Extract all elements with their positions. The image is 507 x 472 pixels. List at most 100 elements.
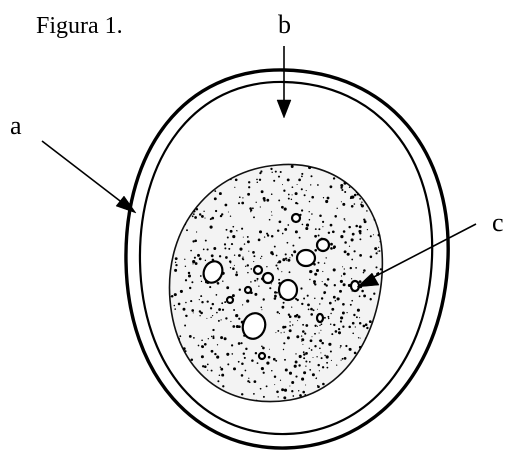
stipple-dot (201, 339, 203, 341)
stipple-dot (322, 383, 325, 386)
stipple-dot (319, 303, 320, 304)
stipple-dot (363, 294, 366, 297)
inclusion (254, 266, 262, 274)
stipple-dot (170, 220, 171, 221)
stipple-dot (326, 362, 328, 364)
stipple-dot (301, 335, 302, 336)
stipple-dot (299, 237, 301, 239)
stipple-dot (301, 341, 302, 342)
stipple-dot (263, 197, 266, 200)
stipple-dot (284, 332, 285, 333)
stipple-dot (366, 210, 368, 212)
stipple-dot (321, 342, 324, 345)
stipple-dot (241, 393, 243, 395)
stipple-dot (201, 301, 203, 303)
stipple-dot (374, 328, 377, 331)
stipple-dot (358, 230, 361, 233)
stipple-dot (334, 284, 336, 286)
stipple-dot (371, 365, 374, 368)
stipple-dot (317, 184, 319, 186)
stipple-dot (333, 324, 335, 326)
stipple-dot (346, 312, 347, 313)
stipple-dot (377, 251, 378, 252)
stipple-dot (278, 199, 280, 201)
stipple-dot (185, 164, 187, 166)
stipple-dot (351, 238, 354, 241)
stipple-dot (317, 364, 319, 366)
stipple-dot (291, 165, 294, 168)
stipple-dot (346, 170, 348, 172)
stipple-dot (171, 210, 173, 212)
stipple-dot (271, 193, 273, 195)
stipple-dot (271, 211, 272, 212)
stipple-dot (367, 196, 370, 199)
stipple-dot (374, 377, 376, 379)
stipple-dot (352, 322, 355, 325)
stipple-dot (309, 279, 310, 280)
stipple-dot (191, 180, 192, 181)
stipple-dot (275, 264, 277, 266)
stipple-dot (356, 393, 359, 396)
stipple-dot (253, 164, 256, 167)
stipple-dot (199, 258, 202, 261)
stipple-dot (204, 343, 207, 346)
stipple-dot (201, 281, 202, 282)
stipple-dot (342, 312, 345, 315)
stipple-dot (301, 209, 303, 211)
stipple-dot (211, 370, 213, 372)
stipple-dot (200, 385, 202, 387)
stipple-dot (259, 230, 262, 233)
stipple-dot (368, 160, 369, 161)
stipple-dot (294, 315, 297, 318)
stipple-dot (330, 247, 333, 250)
stipple-dot (181, 364, 183, 366)
stipple-dot (307, 304, 310, 307)
stipple-dot (278, 260, 281, 263)
stipple-dot (309, 201, 311, 203)
stipple-dot (333, 268, 336, 271)
stipple-dot (283, 396, 286, 399)
stipple-dot (252, 251, 255, 254)
stipple-dot (177, 222, 180, 225)
stipple-dot (246, 300, 249, 303)
stipple-dot (253, 255, 255, 257)
stipple-dot (215, 163, 216, 164)
stipple-dot (191, 359, 194, 362)
stipple-dot (244, 357, 246, 359)
stipple-dot (302, 330, 305, 333)
stipple-dot (275, 296, 277, 298)
stipple-dot (301, 173, 303, 175)
stipple-dot (287, 259, 290, 262)
stipple-dot (209, 165, 211, 167)
stipple-dot (274, 375, 276, 377)
stipple-dot (379, 209, 380, 210)
stipple-dot (185, 266, 186, 267)
stipple-dot (194, 176, 195, 177)
stipple-dot (225, 204, 228, 207)
stipple-dot (184, 259, 185, 260)
stipple-dot (321, 297, 323, 299)
stipple-dot (302, 391, 305, 394)
nucleus (167, 159, 384, 404)
stipple-dot (241, 374, 244, 377)
stipple-dot (207, 169, 209, 171)
stipple-dot (189, 335, 192, 338)
stipple-dot (282, 233, 284, 235)
stipple-dot (259, 172, 261, 174)
stipple-dot (357, 187, 359, 189)
stipple-dot (189, 170, 190, 171)
stipple-dot (257, 362, 259, 364)
stipple-dot (196, 188, 198, 190)
stipple-dot (339, 290, 342, 293)
stipple-dot (281, 271, 282, 272)
stipple-dot (316, 356, 317, 357)
stipple-dot (355, 393, 357, 395)
stipple-dot (200, 295, 202, 297)
stipple-dot (367, 229, 368, 230)
stipple-dot (302, 344, 303, 345)
stipple-dot (193, 312, 194, 313)
stipple-dot (206, 318, 207, 319)
stipple-dot (323, 197, 324, 198)
stipple-dot (289, 271, 291, 273)
stipple-dot (377, 339, 380, 342)
